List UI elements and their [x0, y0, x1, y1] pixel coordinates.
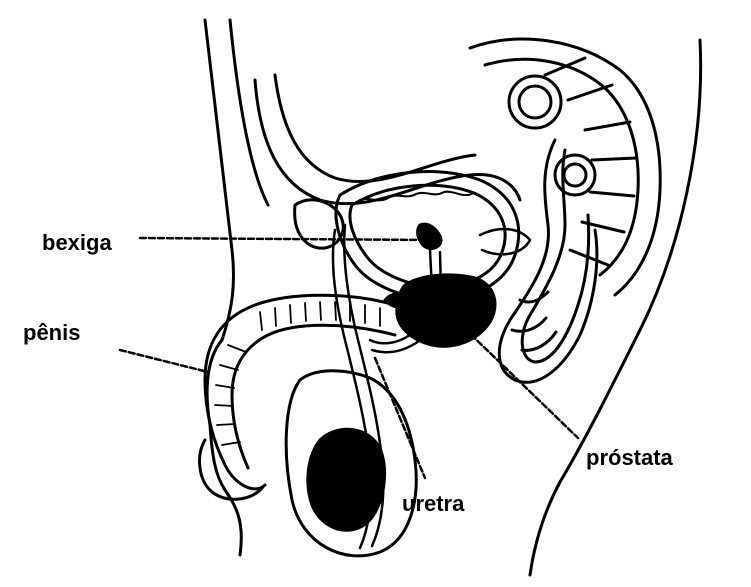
leader-lines: [118, 236, 580, 480]
label-prostata: próstata: [586, 445, 673, 470]
rectum: [497, 74, 599, 384]
pubic-bone: [253, 73, 522, 250]
label-uretra: uretra: [402, 491, 465, 516]
leader-prostata: [456, 320, 580, 440]
label-penis: pênis: [23, 320, 81, 345]
penis: [198, 293, 397, 501]
leader-penis: [118, 348, 210, 374]
leader-uretra: [373, 356, 427, 480]
label-bexiga: bexiga: [42, 230, 112, 255]
body-outline: [203, 18, 703, 577]
prostate: [383, 227, 532, 348]
scrotum: [284, 369, 418, 558]
bladder: [334, 170, 521, 302]
leader-bexiga: [138, 236, 430, 242]
urethra-tube: [331, 223, 443, 550]
